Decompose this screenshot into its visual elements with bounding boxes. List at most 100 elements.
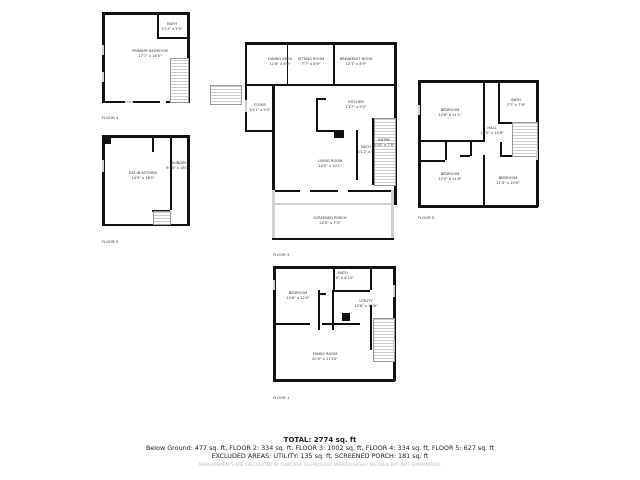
wall: [333, 42, 335, 84]
wall: [102, 224, 190, 226]
wall: [356, 130, 358, 180]
wall: [460, 155, 470, 157]
wall: [245, 42, 247, 84]
window: [418, 105, 420, 115]
window: [102, 160, 104, 172]
floor-label: FLOOR 4: [102, 115, 119, 120]
window: [272, 203, 394, 205]
wall: [348, 190, 394, 192]
window: [393, 285, 395, 297]
wall: [332, 290, 334, 330]
window: [245, 100, 247, 112]
wall: [418, 80, 421, 207]
wall: [445, 140, 447, 160]
stairs: [210, 85, 242, 105]
wall: [272, 238, 394, 240]
wall: [102, 12, 190, 15]
stairs: [512, 122, 538, 157]
window: [102, 45, 104, 55]
window: [393, 340, 395, 352]
wall: [333, 266, 335, 290]
wall: [245, 42, 395, 45]
disclaimer: MEASUREMENTS ARE CALCULATED BY CUBICASA …: [198, 462, 442, 467]
window: [102, 72, 104, 82]
wall: [333, 290, 370, 292]
excluded-areas: EXCLUDED AREAS: UTILITY: 135 sq. ft, SCR…: [211, 452, 429, 460]
wall: [370, 266, 372, 290]
chimney: [334, 130, 344, 138]
wall: [102, 135, 190, 138]
wall: [483, 80, 485, 142]
wall: [287, 42, 288, 84]
wall: [500, 142, 502, 156]
wall: [418, 205, 538, 208]
wall: [102, 101, 125, 103]
wall: [316, 98, 326, 100]
floor-label: FLOOR 5: [418, 215, 435, 220]
wall: [483, 155, 485, 205]
window: [536, 150, 538, 160]
wall: [470, 142, 472, 156]
wall: [187, 135, 190, 225]
wall: [245, 130, 273, 132]
wall: [245, 84, 395, 86]
floor-label: FLOOR 3: [273, 252, 290, 257]
wall: [318, 290, 320, 330]
wall: [170, 137, 172, 210]
total-area: TOTAL: 2774 sq. ft: [283, 436, 357, 444]
wall: [316, 98, 318, 130]
wall: [152, 137, 154, 152]
wall: [157, 37, 189, 39]
window: [391, 190, 394, 240]
wall: [418, 140, 483, 142]
wall: [318, 293, 326, 295]
wall: [272, 190, 300, 192]
fireplace: [103, 136, 111, 144]
wall: [157, 12, 159, 38]
stairs: [374, 118, 396, 186]
wall: [322, 323, 360, 325]
floor-label: FLOOR 1: [273, 395, 290, 400]
stairs: [373, 318, 395, 362]
floor-label: FLOOR 2: [102, 239, 119, 244]
wall: [310, 190, 338, 192]
wall: [370, 305, 372, 350]
wall: [273, 323, 310, 325]
area-breakdown: Below Ground: 477 sq. ft, FLOOR 2: 334 s…: [145, 444, 495, 452]
wall: [187, 12, 190, 103]
window: [272, 190, 275, 240]
window: [273, 280, 275, 290]
wall: [133, 101, 160, 103]
wall: [418, 160, 445, 162]
wall: [418, 80, 538, 83]
wall: [102, 135, 105, 225]
wall: [498, 80, 500, 122]
stairs: [170, 58, 189, 103]
wall: [372, 118, 374, 185]
wall: [102, 12, 105, 103]
wall: [316, 130, 336, 132]
wall: [272, 84, 275, 203]
